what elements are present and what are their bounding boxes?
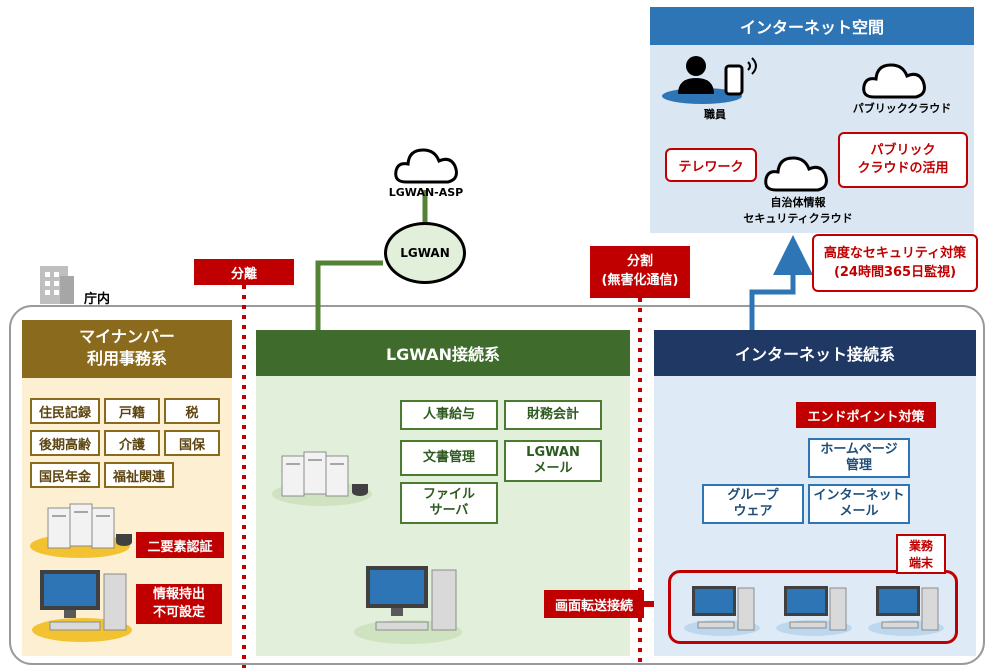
municipal-cloud-icon bbox=[764, 156, 828, 192]
division-line1: 分割 bbox=[626, 254, 653, 269]
mynumber-title: マイナンバー 利用事務系 bbox=[22, 320, 232, 378]
lgwan-title: LGWAN接続系 bbox=[256, 330, 630, 376]
separation-badge: 分離 bbox=[194, 259, 294, 285]
item-fukushi: 福祉関連 bbox=[104, 462, 174, 488]
screen-transfer-badge: 画面転送接続 bbox=[544, 590, 644, 618]
internet-space-title: インターネット空間 bbox=[650, 7, 974, 45]
mynumber-title-line2: 利用事務系 bbox=[86, 349, 167, 368]
item-lgwan-mail-line1: LGWAN bbox=[526, 445, 580, 460]
info-restriction-line2: 不可設定 bbox=[152, 605, 205, 620]
lgwan-hub: LGWAN bbox=[384, 222, 466, 284]
item-nenkin: 国民年金 bbox=[30, 462, 100, 488]
public-cloud-use-line1: パブリック bbox=[870, 143, 936, 158]
item-file-server: ファイル サーバ bbox=[400, 482, 498, 524]
item-zaimu: 財務会計 bbox=[504, 400, 602, 430]
mynumber-title-line1: マイナンバー bbox=[79, 327, 175, 346]
item-kokuho: 国保 bbox=[164, 430, 220, 456]
item-jinji: 人事給与 bbox=[400, 400, 498, 430]
lgwan-asp-cloud-icon bbox=[394, 148, 458, 184]
business-terminal-badge: 業務 端末 bbox=[896, 534, 946, 574]
endpoint-badge: エンドポイント対策 bbox=[796, 402, 936, 428]
internet-space-panel: インターネット空間 bbox=[650, 7, 974, 233]
item-lgwan-mail-line2: メール bbox=[533, 461, 573, 476]
building-icon bbox=[40, 266, 74, 304]
item-jumin: 住民記録 bbox=[30, 398, 100, 424]
advanced-security-line1: 高度なセキュリティ対策 bbox=[823, 246, 967, 261]
staff-label: 職員 bbox=[704, 108, 726, 121]
item-internet-mail: インターネット メール bbox=[808, 484, 910, 524]
item-zei: 税 bbox=[164, 398, 220, 424]
lgwan-pc-icon bbox=[354, 566, 462, 644]
internet-system-title: インターネット接続系 bbox=[654, 330, 976, 376]
telework-box: テレワーク bbox=[665, 148, 757, 182]
item-homepage-line2: 管理 bbox=[845, 458, 872, 473]
business-terminal-line1: 業務 bbox=[908, 539, 933, 553]
business-terminals-frame bbox=[668, 570, 958, 644]
public-cloud-use-line2: クラウドの活用 bbox=[857, 161, 949, 176]
item-homepage-line1: ホームページ bbox=[820, 442, 898, 457]
item-kaigo: 介護 bbox=[104, 430, 160, 456]
division-badge: 分割 (無害化通信) bbox=[590, 246, 690, 298]
advanced-security-box: 高度なセキュリティ対策 (24時間365日監視) bbox=[812, 234, 978, 292]
business-terminal-pcs-icon bbox=[684, 586, 944, 636]
item-internet-mail-line1: インターネット bbox=[813, 488, 905, 503]
item-groupware-line1: グループ bbox=[727, 488, 779, 503]
item-file-server-line1: ファイル bbox=[422, 487, 475, 502]
item-file-server-line2: サーバ bbox=[429, 503, 469, 518]
item-bunsho: 文書管理 bbox=[400, 440, 498, 476]
public-cloud-label: パブリッククラウド bbox=[852, 102, 952, 115]
public-cloud-use-box: パブリック クラウドの活用 bbox=[838, 132, 968, 188]
lgwan-server-icon bbox=[272, 451, 372, 506]
item-lgwan-mail: LGWAN メール bbox=[504, 440, 602, 482]
info-restriction-badge: 情報持出 不可設定 bbox=[136, 584, 222, 624]
mynumber-server-icon bbox=[30, 503, 132, 558]
two-factor-badge: 二要素認証 bbox=[136, 532, 224, 558]
staff-icon bbox=[662, 56, 757, 104]
lgwan-asp-label: LGWAN-ASP bbox=[388, 185, 464, 199]
item-groupware: グループ ウェア bbox=[702, 484, 804, 524]
item-kouki: 後期高齢 bbox=[30, 430, 100, 456]
office-boundary bbox=[9, 305, 985, 665]
item-homepage: ホームページ 管理 bbox=[808, 438, 910, 478]
advanced-security-line2: (24時間365日監視) bbox=[833, 265, 957, 280]
business-terminal-line2: 端末 bbox=[908, 556, 933, 570]
division-line2: (無害化通信) bbox=[601, 273, 679, 288]
public-cloud-icon bbox=[862, 63, 926, 99]
item-koseki: 戸籍 bbox=[104, 398, 160, 424]
item-groupware-line2: ウェア bbox=[733, 504, 773, 519]
municipal-cloud-label-2: セキュリティクラウド bbox=[743, 211, 853, 225]
mynumber-pc-icon bbox=[32, 570, 132, 642]
item-internet-mail-line2: メール bbox=[839, 504, 879, 519]
office-label: 庁内 bbox=[84, 292, 111, 307]
info-restriction-line1: 情報持出 bbox=[152, 587, 205, 602]
lgwan-link bbox=[315, 260, 383, 330]
municipal-cloud-label-1: 自治体情報 bbox=[770, 195, 826, 209]
